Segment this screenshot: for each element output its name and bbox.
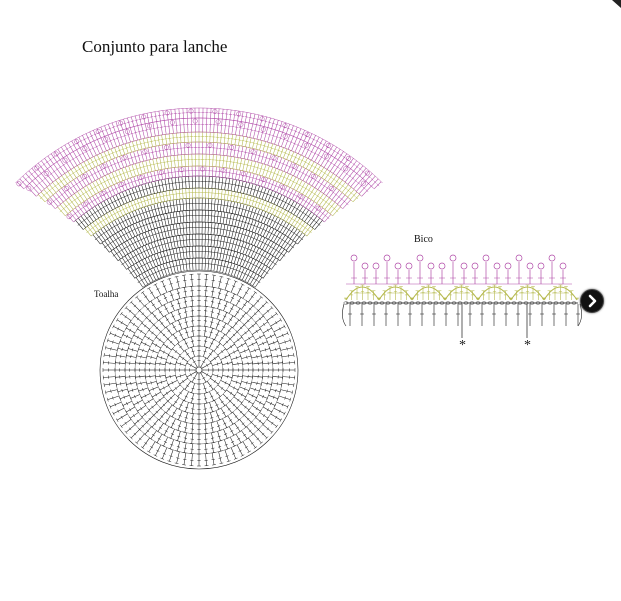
- bico-label: Bico: [414, 234, 433, 245]
- next-button[interactable]: [580, 289, 604, 313]
- page-title: Conjunto para lanche: [82, 37, 228, 56]
- marker-asterisk: *: [524, 338, 531, 353]
- edging-chart: **: [342, 254, 582, 353]
- circle-chart: [99, 270, 299, 470]
- chevron-right-icon: [588, 294, 597, 308]
- toalha-label: Toalha: [94, 289, 119, 299]
- marker-asterisk: *: [459, 338, 466, 353]
- corner-mark-icon: [612, 0, 621, 8]
- fan-chart: [15, 107, 383, 288]
